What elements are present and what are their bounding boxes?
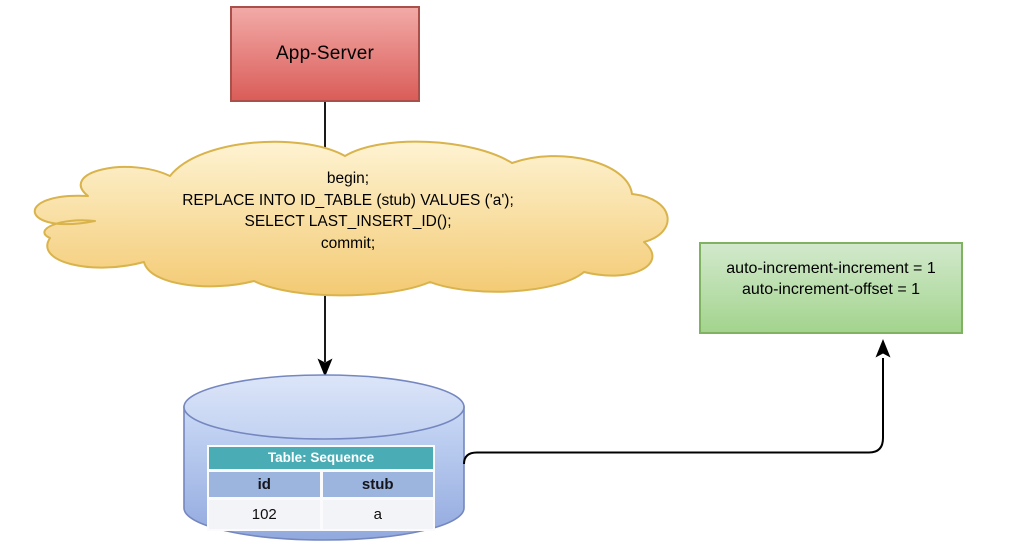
column-header-id: id [209, 472, 320, 497]
column-header-stub: stub [322, 472, 433, 497]
arrowhead-down-icon [317, 358, 333, 377]
config-text: auto-increment-increment = 1 auto-increm… [726, 258, 935, 300]
arrow-db-to-config [463, 339, 891, 465]
config-line: auto-increment-offset = 1 [741, 281, 921, 298]
table-title: Table: Sequence [209, 447, 433, 469]
table-header-row: id stub [209, 472, 433, 497]
sql-line: REPLACE INTO ID_TABLE (stub) VALUES ('a'… [182, 191, 514, 209]
config-node: auto-increment-increment = 1 auto-increm… [699, 242, 963, 334]
arrowhead-up-icon [875, 339, 891, 358]
cell-id: 102 [209, 500, 320, 529]
sql-line: commit; [320, 234, 376, 252]
cell-stub: a [322, 500, 433, 529]
app-server-node: App-Server [230, 6, 420, 102]
sql-cloud-text: begin; REPLACE INTO ID_TABLE (stub) VALU… [68, 168, 628, 254]
sql-line: begin; [326, 170, 370, 187]
table-row: 102 a [209, 500, 433, 529]
config-line: auto-increment-increment = 1 [726, 260, 936, 277]
sql-line: SELECT LAST_INSERT_ID(); [244, 213, 452, 230]
sequence-table: Table: Sequence id stub 102 a [207, 445, 435, 531]
sql-cloud-shape [33, 140, 669, 297]
app-server-label: App-Server [275, 43, 375, 64]
